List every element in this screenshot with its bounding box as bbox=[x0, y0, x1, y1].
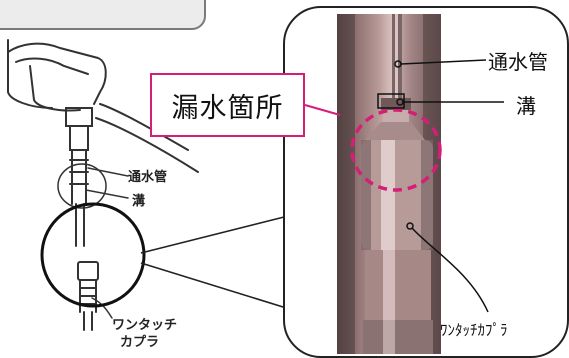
water-pipe-label: 通水管 bbox=[488, 50, 548, 74]
coupler-small-label-line1: ワンタッチ bbox=[112, 318, 178, 333]
coupler-label: ﾜﾝﾀｯﾁｶﾌﾟﾗ bbox=[440, 321, 508, 339]
pipe-photo-drawing bbox=[337, 14, 441, 354]
groove-label: 溝 bbox=[516, 94, 536, 118]
leak-location-label: 漏水箇所 bbox=[150, 73, 305, 137]
water-pipe-leader bbox=[400, 59, 487, 65]
coupler-small-label-line2: カプラ bbox=[120, 335, 160, 350]
leak-area-circle bbox=[350, 108, 442, 192]
leak-label-pointer bbox=[304, 104, 341, 116]
pipe-photo bbox=[337, 14, 441, 354]
header-tab bbox=[0, 0, 206, 30]
coupler-leader bbox=[411, 227, 489, 313]
groove-small-label: 溝 bbox=[132, 194, 146, 209]
water-pipe-small-label: 通水管 bbox=[128, 170, 168, 185]
groove-marker-box bbox=[377, 93, 405, 109]
